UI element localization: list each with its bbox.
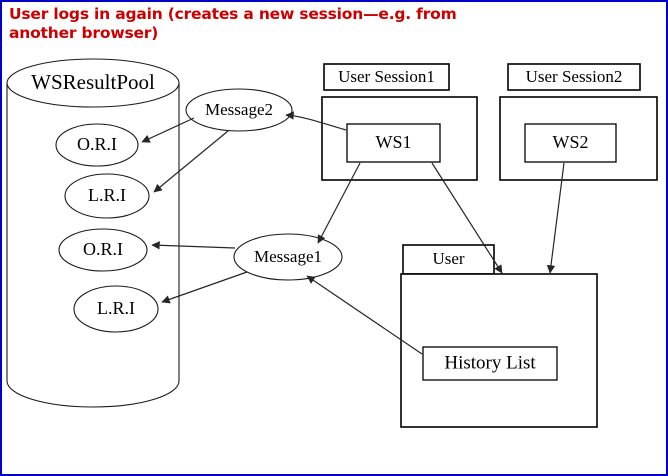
result-item-ellipse bbox=[55, 123, 139, 167]
message1-node: Message1 bbox=[233, 233, 343, 281]
result-item-ellipse bbox=[73, 285, 159, 333]
package-child-box bbox=[422, 346, 558, 381]
message-ellipse bbox=[233, 233, 343, 281]
datastore-label: WSResultPool bbox=[31, 70, 155, 94]
edge-historylist-to-message1 bbox=[306, 275, 423, 355]
edge-ws1-to-user bbox=[431, 162, 503, 274]
package-name-label: User Session2 bbox=[526, 67, 623, 86]
message-label: Message2 bbox=[205, 100, 273, 119]
message-label: Message1 bbox=[254, 247, 322, 266]
result-item-label: O.R.I bbox=[77, 134, 117, 154]
package-tab bbox=[323, 63, 450, 91]
result-item-4: L.R.I bbox=[73, 285, 159, 333]
edge-message1-to-lri bbox=[161, 271, 248, 304]
edge-message1-to-ori bbox=[151, 241, 236, 250]
package-child-label: WS1 bbox=[376, 132, 412, 152]
package-user-session2: User Session2 WS2 bbox=[499, 63, 658, 181]
result-item-ellipse bbox=[64, 173, 150, 219]
edge-message2-to-ori bbox=[141, 117, 195, 143]
package-child-box bbox=[346, 123, 441, 163]
edge-ws2-to-user bbox=[546, 162, 565, 274]
package-tab bbox=[507, 63, 641, 91]
result-item-label: L.R.I bbox=[97, 298, 135, 318]
result-item-3: O.R.I bbox=[58, 228, 148, 272]
message-ellipse bbox=[185, 88, 293, 132]
package-name-label: User bbox=[432, 249, 464, 268]
result-item-1: O.R.I bbox=[55, 123, 139, 167]
result-item-label: O.R.I bbox=[83, 239, 123, 259]
edge-ws1-to-message1 bbox=[317, 162, 361, 244]
package-child-label: WS2 bbox=[553, 132, 589, 152]
message2-node: Message2 bbox=[185, 88, 293, 132]
result-item-ellipse bbox=[58, 228, 148, 272]
edge-ws1-to-message2 bbox=[285, 111, 347, 131]
cylinder-top bbox=[6, 58, 180, 108]
package-child-label: History List bbox=[444, 352, 536, 373]
package-name-label: User Session1 bbox=[338, 67, 435, 86]
package-user: User History List bbox=[400, 244, 598, 428]
package-user-session1: User Session1 WS1 bbox=[321, 63, 478, 181]
result-item-label: L.R.I bbox=[88, 185, 126, 205]
page-title: User logs in again (creates a new sessio… bbox=[9, 5, 457, 42]
result-item-2: L.R.I bbox=[64, 173, 150, 219]
package-child-box bbox=[524, 123, 617, 163]
edge-message2-to-lri bbox=[153, 130, 229, 193]
